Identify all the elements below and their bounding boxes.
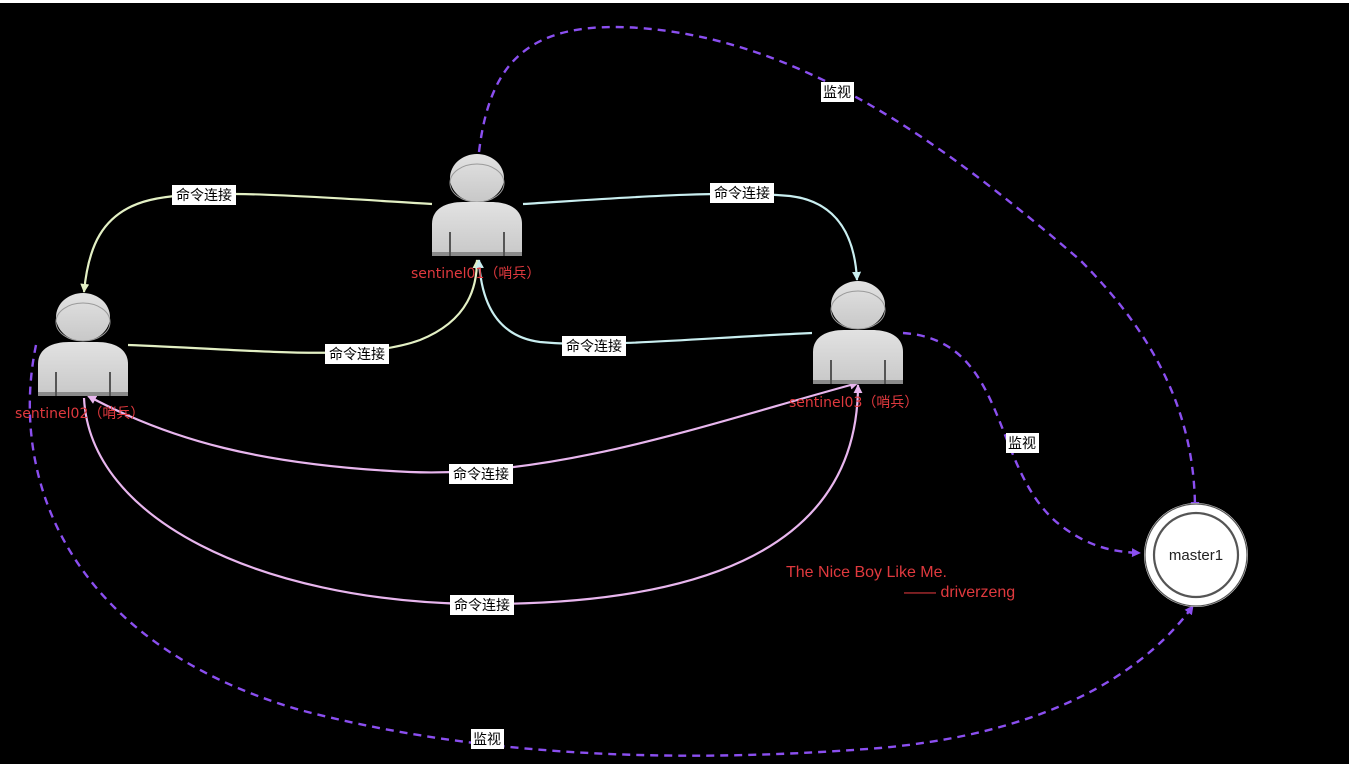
edge-label-s1-s2: 命令连接 [172, 185, 236, 205]
edge-label-s2-s1: 命令连接 [325, 344, 389, 364]
svg-text:命令连接: 命令连接 [566, 338, 622, 355]
edge-s2-master [28, 344, 1194, 757]
svg-text:命令连接: 命令连接 [714, 185, 770, 202]
svg-text:命令连接: 命令连接 [176, 187, 232, 204]
edge-s1-s2 [80, 192, 433, 293]
svg-text:命令连接: 命令连接 [454, 597, 510, 614]
sentinel03-label: sentinel03（哨兵） [789, 395, 918, 411]
sentinel03-node: sentinel03（哨兵） [789, 281, 918, 411]
sentinel02-label: sentinel02（哨兵） [15, 406, 144, 422]
svg-text:命令连接: 命令连接 [453, 466, 509, 483]
edge-label-s3-master: 监视 [1006, 433, 1039, 453]
sentinel01-node: sentinel01（哨兵） [411, 154, 540, 282]
svg-text:命令连接: 命令连接 [329, 346, 385, 363]
edge-label-s1-s3: 命令连接 [710, 183, 774, 203]
svg-text:监视: 监视 [1008, 436, 1036, 452]
quote-line-1: The Nice Boy Like Me. [786, 564, 947, 581]
svg-text:监视: 监视 [823, 85, 851, 101]
edge-s2-s1 [127, 259, 482, 354]
edge-label-s2-s3: 命令连接 [450, 595, 514, 615]
person-icon [38, 293, 128, 396]
diagram-background [0, 3, 1349, 764]
edge-s3-s1 [474, 259, 813, 345]
edge-s3-master [902, 331, 1141, 558]
master-label: master1 [1169, 547, 1223, 564]
edge-label-s3-s2: 命令连接 [449, 464, 513, 484]
edge-label-s1-master: 监视 [821, 82, 854, 102]
quote-line-2: —— driverzeng [904, 584, 1015, 601]
edge-label-s2-master: 监视 [471, 729, 504, 749]
edge-s3-s2 [87, 380, 859, 474]
sentinel01-label: sentinel01（哨兵） [411, 266, 540, 282]
person-icon [432, 154, 522, 256]
person-icon [813, 281, 903, 384]
master-node: master1 [1144, 503, 1248, 607]
edge-label-s3-s1: 命令连接 [562, 336, 626, 356]
svg-text:监视: 监视 [473, 732, 501, 748]
sentinel02-node: sentinel02（哨兵） [15, 293, 144, 422]
